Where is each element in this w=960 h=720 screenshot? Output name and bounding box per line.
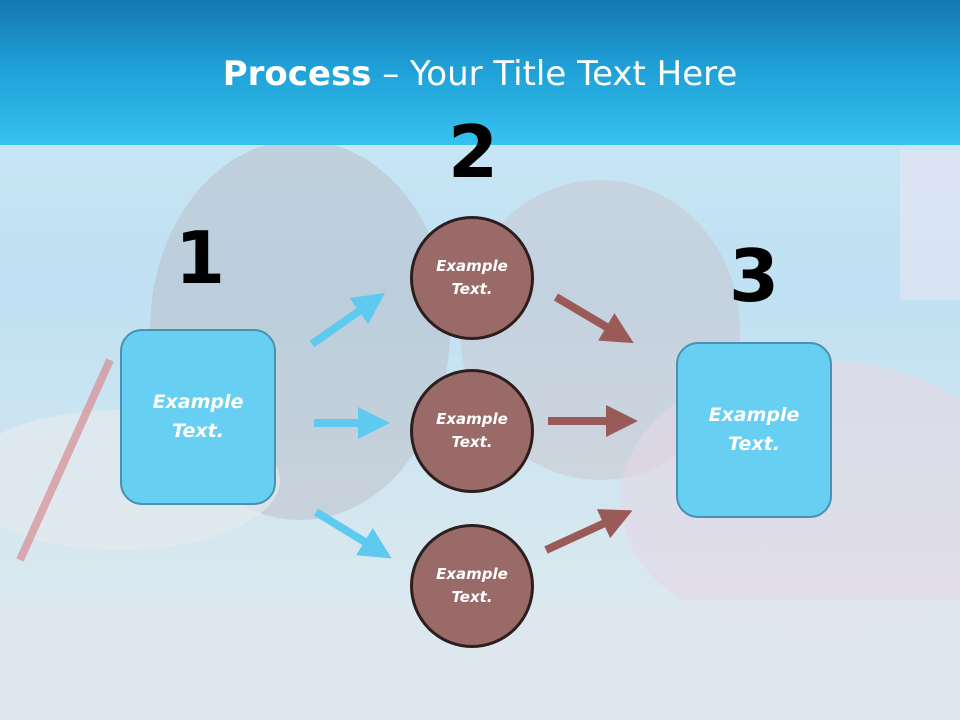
circle-2-line2: Text. bbox=[451, 433, 493, 451]
step-3-line2: Text. bbox=[728, 433, 780, 455]
slide-title: Process – Your Title Text Here bbox=[0, 54, 960, 94]
step-number-2: 2 bbox=[447, 110, 499, 194]
step-3-line1: Example bbox=[708, 404, 800, 426]
circle-3-line2: Text. bbox=[451, 588, 493, 606]
step-number-3: 3 bbox=[728, 234, 780, 318]
step-number-1: 1 bbox=[174, 216, 226, 300]
arrow-to-circle-3 bbox=[313, 508, 392, 559]
circle-2-line1: Example bbox=[436, 410, 508, 428]
title-bold: Process bbox=[222, 54, 372, 94]
circle-1-line1: Example bbox=[436, 257, 508, 275]
title-rest: – Your Title Text Here bbox=[371, 54, 738, 94]
arrow-to-circle-1 bbox=[309, 292, 386, 348]
arrow-from-circle-1 bbox=[553, 293, 634, 344]
step-1-line1: Example bbox=[152, 391, 244, 413]
circle-1-line2: Text. bbox=[451, 280, 493, 298]
arrow-from-circle-3 bbox=[544, 509, 633, 554]
title-bar bbox=[0, 0, 960, 145]
step-1-line2: Text. bbox=[172, 420, 224, 442]
circle-3-line1: Example bbox=[436, 565, 508, 583]
